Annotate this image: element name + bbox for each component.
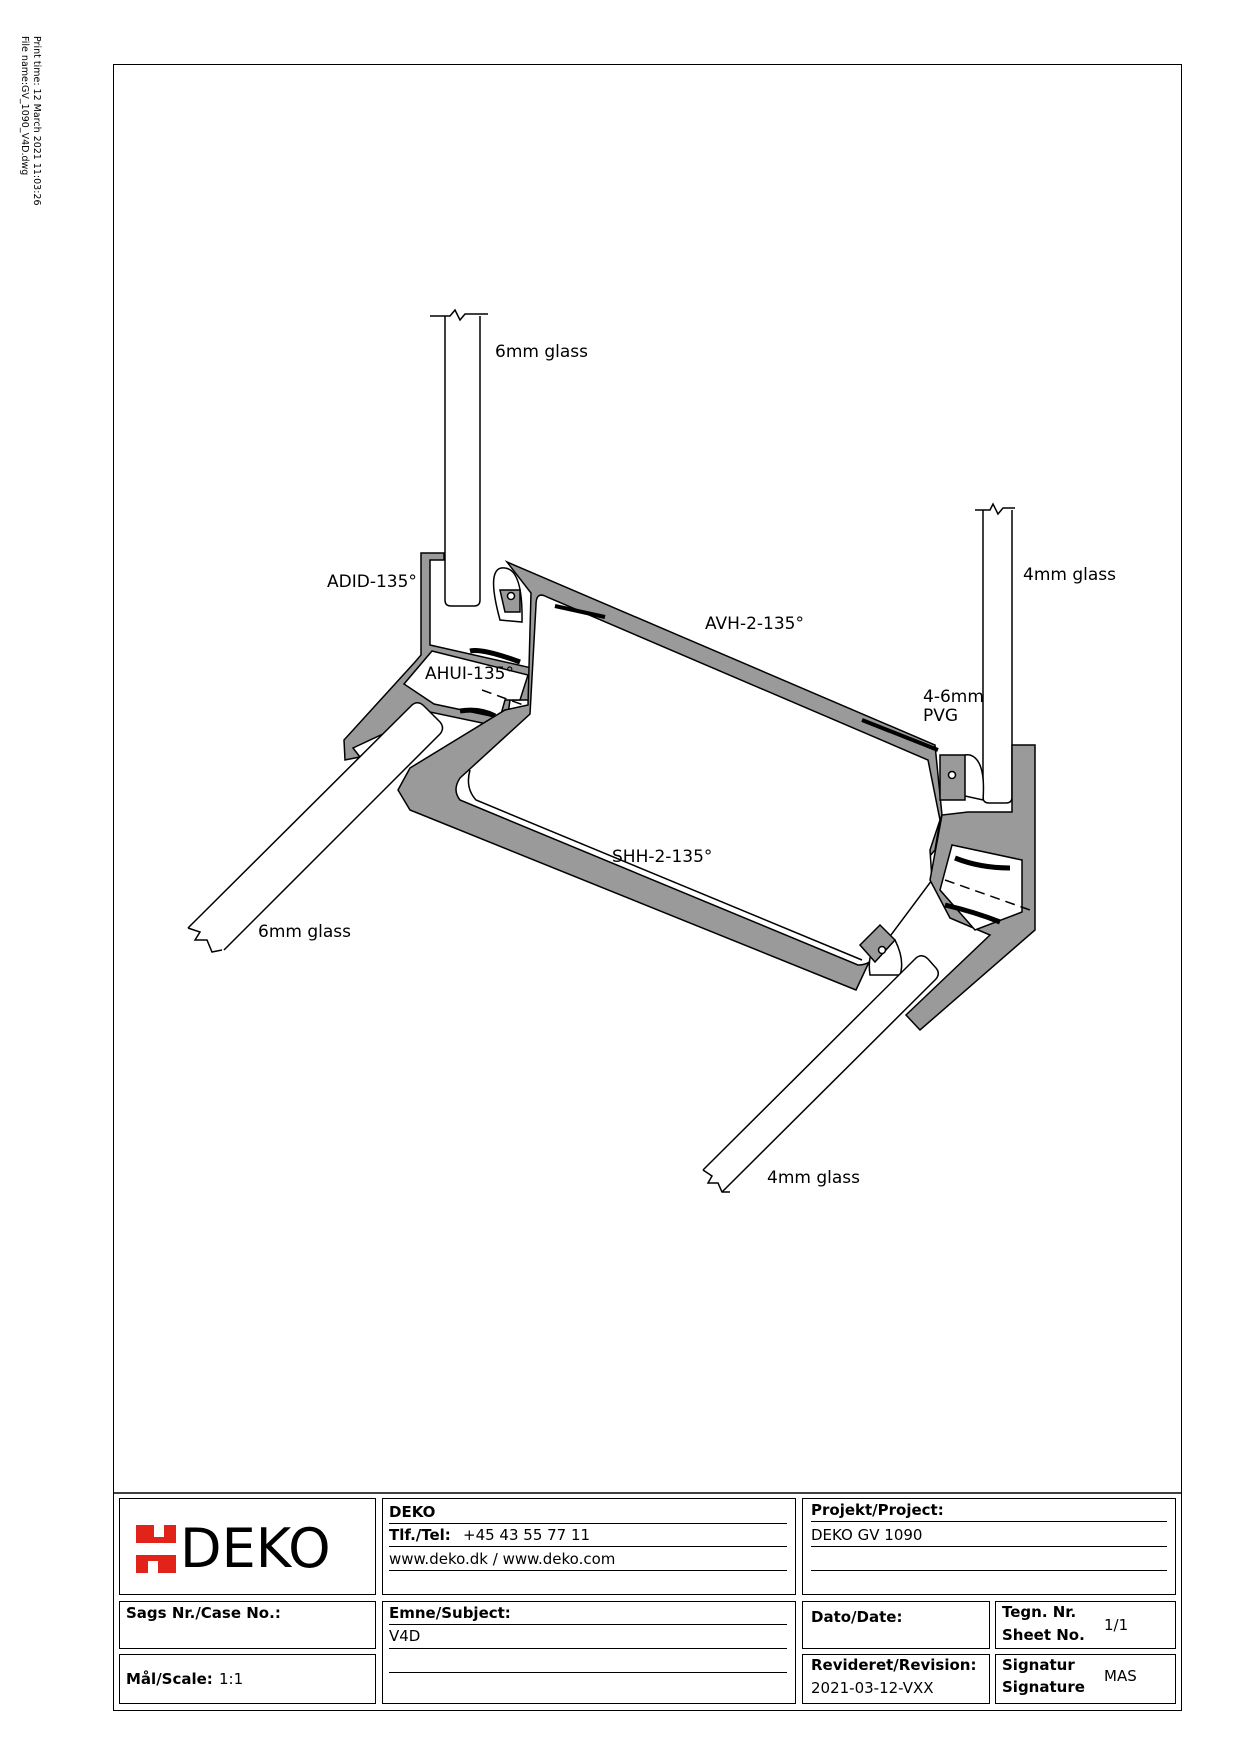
website: www.deko.dk / www.deko.com — [389, 1550, 616, 1568]
gasket-top-left — [492, 567, 523, 623]
company-cell: DEKO Tlf./Tel: +45 43 55 77 11 www.deko.… — [382, 1498, 796, 1595]
label-adid: ADID-135° — [327, 572, 417, 592]
drawing-frame — [113, 64, 1182, 1711]
glass-pane-bottom-right — [702, 955, 939, 1193]
scale-cell: Mål/Scale: 1:1 — [119, 1654, 376, 1704]
label-glass-bottom-right: 4mm glass — [767, 1168, 860, 1188]
label-shh: SHH-2-135° — [612, 847, 712, 867]
label-glass-top-left: 6mm glass — [495, 342, 588, 362]
revision-cell: Revideret/Revision: 2021-03-12-VXX — [802, 1654, 990, 1704]
sheet-label-1: Tegn. Nr. — [1002, 1603, 1077, 1621]
subject-label: Emne/Subject: — [389, 1604, 511, 1622]
glass-pane-top-right — [975, 502, 1015, 804]
deko-logo-icon — [136, 1525, 176, 1573]
company-name: DEKO — [389, 1503, 436, 1521]
glass-pane-bottom-left — [187, 702, 444, 953]
signature-cell: Signatur Signature MAS — [995, 1654, 1176, 1704]
project-cell: Projekt/Project: DEKO GV 1090 — [802, 1498, 1176, 1595]
revision-value: 2021-03-12-VXX — [811, 1679, 934, 1697]
signature-label-1: Signatur — [1002, 1656, 1075, 1674]
label-pvg-size: 4-6mm — [923, 687, 984, 707]
subject-value: V4D — [389, 1627, 421, 1645]
scale-value: 1:1 — [219, 1670, 244, 1688]
profile-adid — [343, 552, 571, 761]
label-pvg: PVG — [923, 706, 958, 726]
glass-pane-top-left — [430, 308, 488, 607]
signature-value: MAS — [1104, 1667, 1137, 1685]
profile-right-corner — [904, 744, 1036, 1032]
scale-label: Mål/Scale: — [126, 1670, 213, 1688]
sheet-cell: Tegn. Nr. Sheet No. 1/1 — [995, 1601, 1176, 1649]
tel-label: Tlf./Tel: — [389, 1526, 451, 1544]
date-label: Dato/Date: — [811, 1608, 903, 1626]
gasket-pvg — [939, 754, 985, 801]
project-label: Projekt/Project: — [811, 1501, 944, 1519]
subject-cell: Emne/Subject: V4D — [382, 1601, 796, 1704]
revision-label: Revideret/Revision: — [811, 1656, 977, 1674]
label-glass-top-right: 4mm glass — [1023, 565, 1116, 585]
label-glass-bottom-left: 6mm glass — [258, 922, 351, 942]
label-avh: AVH-2-135° — [705, 614, 804, 634]
tel-value: +45 43 55 77 11 — [463, 1526, 591, 1544]
label-ahui: AHUI-135° — [425, 664, 514, 684]
case-cell: Sags Nr./Case No.: — [119, 1601, 376, 1649]
logo-cell: DEKO — [119, 1498, 376, 1595]
project-value: DEKO GV 1090 — [811, 1526, 923, 1544]
case-label: Sags Nr./Case No.: — [126, 1604, 281, 1622]
gasket-bottom-right — [858, 923, 903, 976]
sheet-value: 1/1 — [1104, 1616, 1129, 1634]
signature-label-2: Signature — [1002, 1678, 1085, 1696]
logo-text: DEKO — [180, 1517, 331, 1580]
profile-avh-shh — [397, 560, 943, 991]
sheet-label-2: Sheet No. — [1002, 1626, 1085, 1644]
date-cell: Dato/Date: — [802, 1601, 990, 1649]
